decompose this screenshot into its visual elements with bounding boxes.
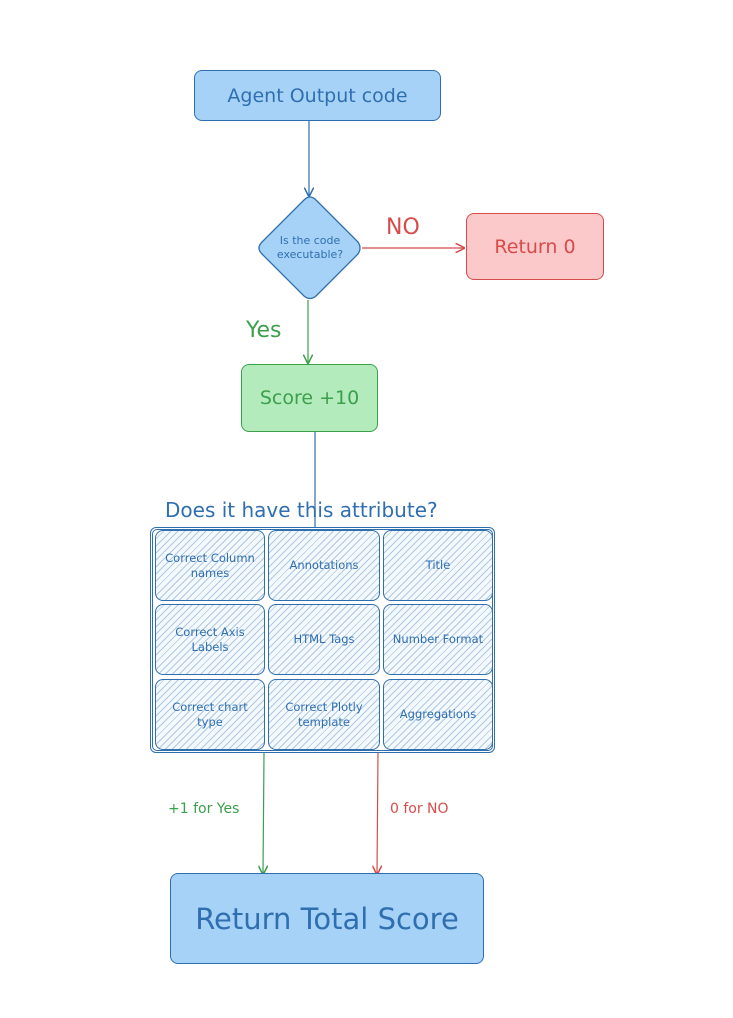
attribute-cell-label: Correct Axis Labels xyxy=(175,624,245,654)
return-zero-label: Return 0 xyxy=(494,235,576,258)
attribute-cell: Aggregations xyxy=(383,679,493,750)
return-total-label: Return Total Score xyxy=(195,901,459,936)
attribute-cell: Correct Plotly template xyxy=(268,679,380,750)
plus-one-edge-label: +1 for Yes xyxy=(168,801,240,817)
yes-edge-label: Yes xyxy=(246,318,282,343)
attribute-cell-label: Annotations xyxy=(289,558,359,572)
score-label: Score +10 xyxy=(259,387,360,409)
return-zero-node: Return 0 xyxy=(466,213,604,280)
attribute-cell-label: Title xyxy=(425,558,451,572)
edge-attributes-no-to-total xyxy=(377,752,378,874)
decision-label: Is the code executable? xyxy=(276,234,344,261)
attribute-cell: Number Format xyxy=(383,604,493,675)
attribute-cell-label: Correct Plotly template xyxy=(285,699,363,729)
agent-output-label: Agent Output code xyxy=(227,84,408,107)
no-edge-label: NO xyxy=(386,215,420,240)
attribute-cell: HTML Tags xyxy=(268,604,380,675)
attribute-cell: Title xyxy=(383,530,493,601)
attribute-cell: Correct chart type xyxy=(155,679,265,750)
return-total-node: Return Total Score xyxy=(170,873,484,964)
attribute-cell-label: Correct Column names xyxy=(165,550,255,580)
edge-attributes-yes-to-total xyxy=(263,752,264,874)
attribute-cell-label: Number Format xyxy=(392,632,484,646)
attribute-cell-label: Correct chart type xyxy=(172,699,248,729)
agent-output-node: Agent Output code xyxy=(194,70,441,121)
decision-node: Is the code executable? xyxy=(262,220,358,276)
attribute-cell: Correct Axis Labels xyxy=(155,604,265,675)
attribute-section-heading: Does it have this attribute? xyxy=(165,498,438,522)
attribute-cell-label: HTML Tags xyxy=(293,632,355,646)
zero-for-no-edge-label: 0 for NO xyxy=(390,801,449,817)
attribute-cell: Correct Column names xyxy=(155,530,265,601)
attribute-cell-label: Aggregations xyxy=(399,707,477,721)
decision-diamond xyxy=(258,196,361,300)
attribute-cell: Annotations xyxy=(268,530,380,601)
score-node: Score +10 xyxy=(241,364,378,432)
